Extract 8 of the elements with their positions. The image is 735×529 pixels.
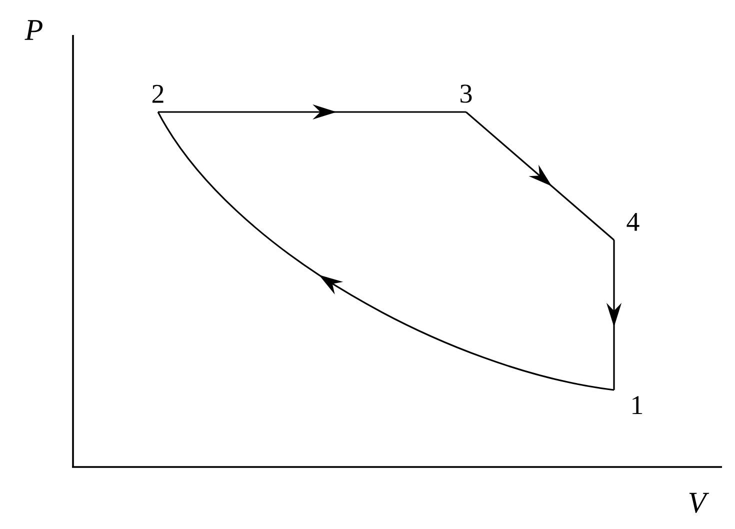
point-label: 1 (632, 396, 642, 414)
point-label: 4 (626, 213, 640, 231)
point-label: 2 (152, 84, 164, 103)
axis-label: P (24, 20, 42, 40)
point-label: 3 (460, 84, 472, 103)
arrow (157, 112, 614, 391)
axis-label: V (689, 492, 710, 514)
arrow (465, 111, 615, 241)
